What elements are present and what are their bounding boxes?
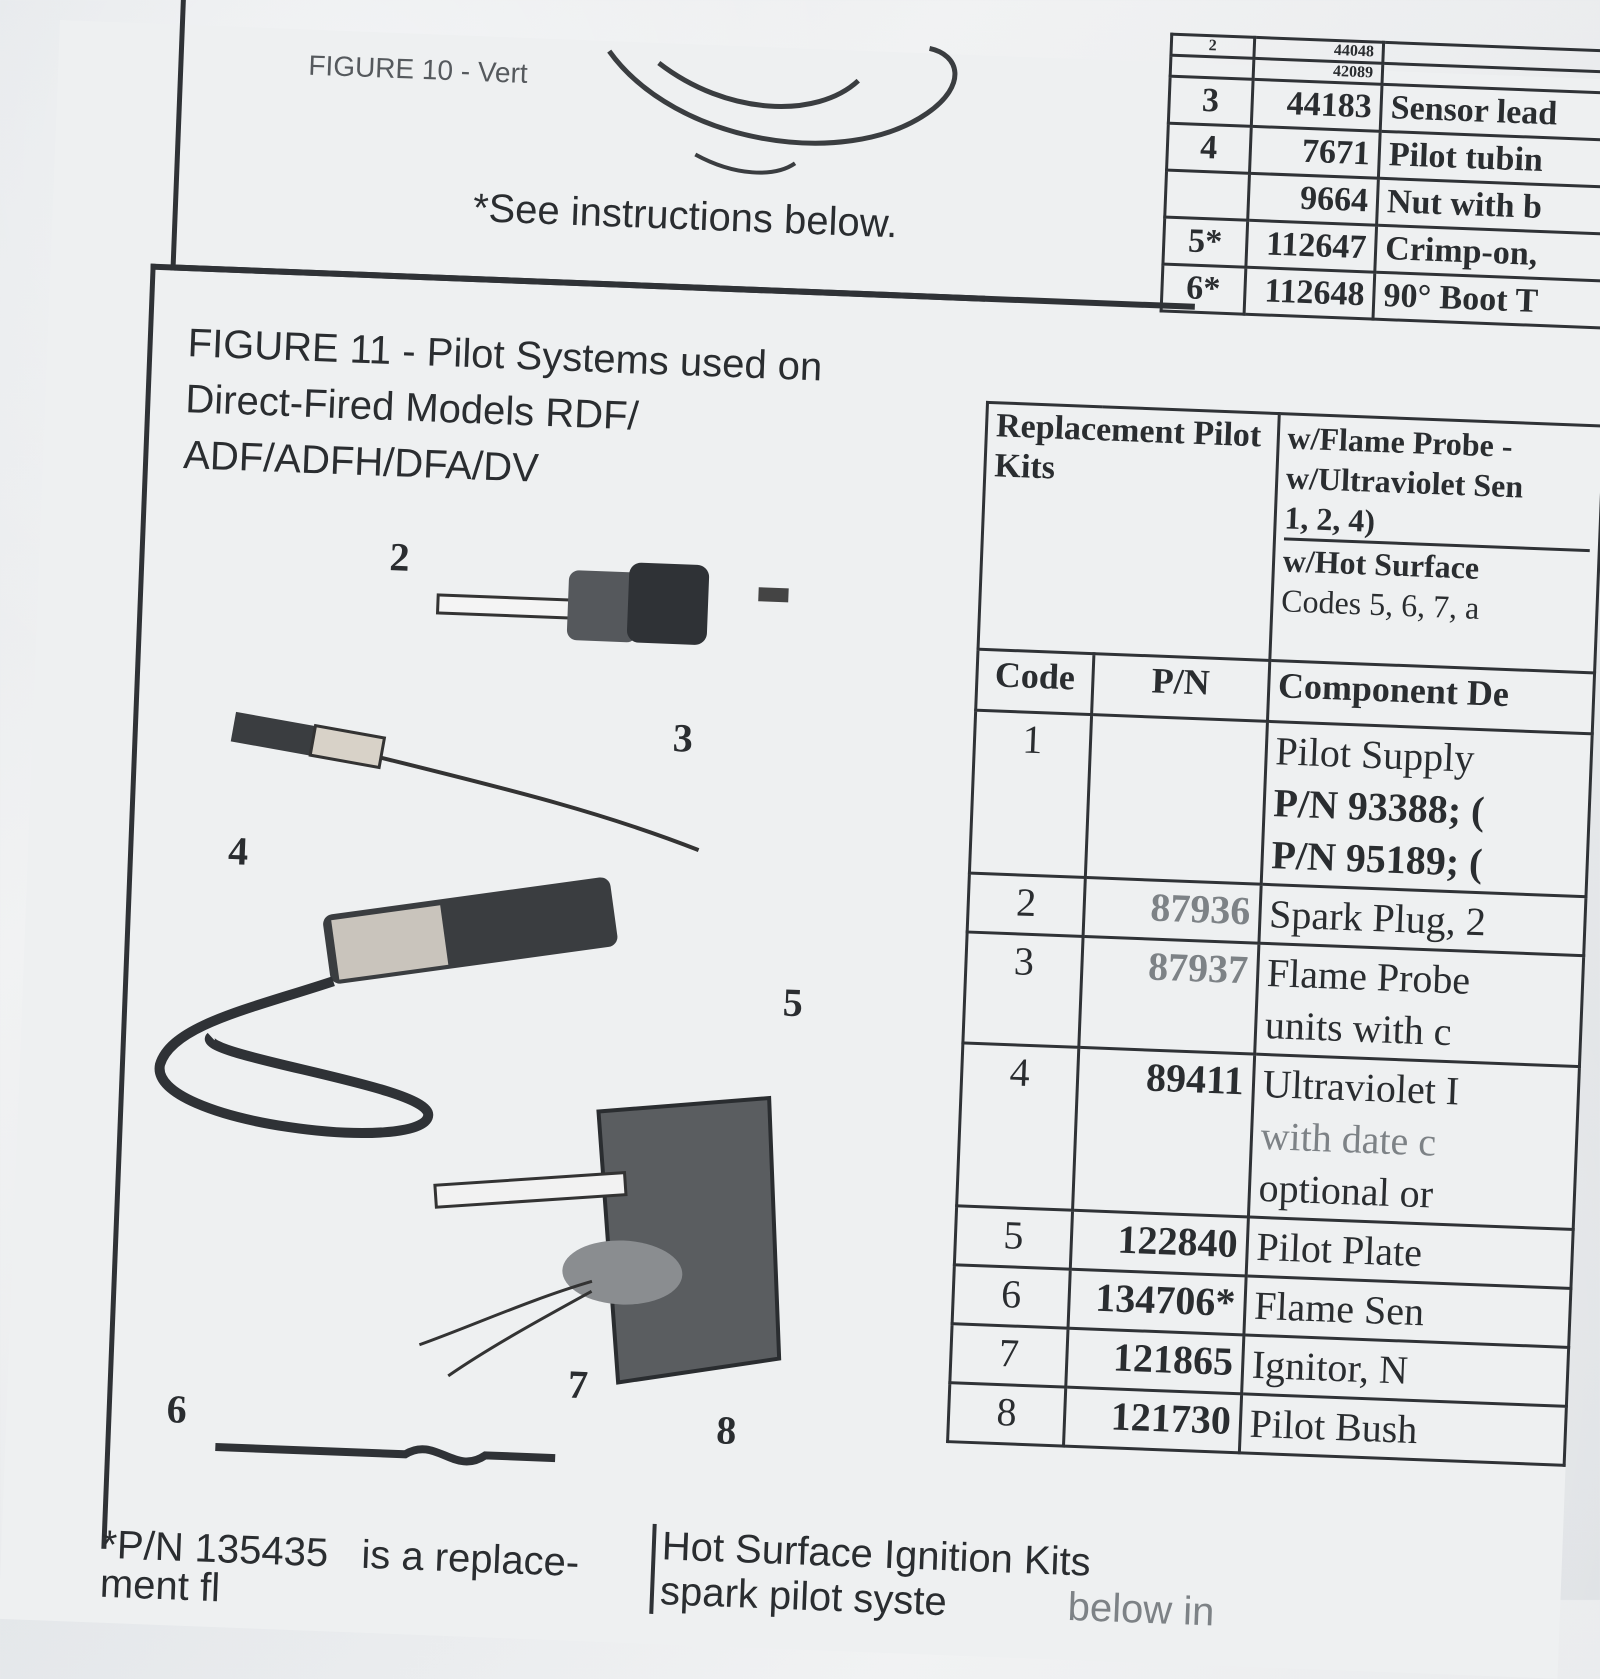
hot-surface-ignition-note: Hot Surface Ignition Kits spark pilot sy…	[649, 1523, 1217, 1636]
code-cell: 6	[952, 1264, 1071, 1329]
pn-cell: 87936	[1082, 877, 1261, 944]
pn-cell: 121865	[1065, 1328, 1244, 1394]
callout-2: 2	[388, 534, 411, 580]
pn-cell: 112648	[1243, 267, 1375, 320]
replacement-footnote: *P/N 135435 is a replace- ment fl	[99, 1523, 580, 1625]
code-cell: 5	[954, 1205, 1073, 1270]
spark-plug-illustration	[435, 562, 789, 645]
flame-probe-illustration	[230, 711, 700, 852]
pn-cell	[1085, 714, 1268, 885]
callout-8: 8	[715, 1407, 738, 1453]
desc-line: Spark Plug, 2	[1268, 891, 1487, 945]
code-cell: 4	[1166, 123, 1251, 174]
desc-line: P/N 95189; (	[1270, 832, 1484, 886]
table-row: 4 89411 Ultraviolet I with date c option…	[956, 1042, 1580, 1230]
pn-cell: 89411	[1072, 1047, 1255, 1217]
pn-cell: 122840	[1070, 1210, 1249, 1276]
code-cell: 3	[962, 931, 1083, 1048]
figure-10-wire-illustration	[607, 45, 958, 175]
desc-cell: Pilot Supply P/N 93388; ( P/N 95189; (	[1260, 721, 1593, 897]
callout-6: 6	[165, 1386, 188, 1432]
table-row: 1 Pilot Supply P/N 93388; ( P/N 95189; (	[969, 710, 1593, 897]
desc-line: Pilot Plate	[1255, 1223, 1423, 1276]
kits-list-cell: w/Flame Probe - w/Ultraviolet Sen 1, 2, …	[1269, 413, 1600, 673]
parts-list-top-table: 2 44048 42089 3 44183 Sensor lead 4 7671…	[1160, 33, 1600, 330]
desc-line: optional or	[1257, 1164, 1434, 1217]
replacement-pilot-kits-label: Replacement Pilot Kits	[993, 407, 1262, 487]
hsi-line-2-tail: below in	[1066, 1584, 1216, 1635]
desc-line: Pilot Bush	[1248, 1400, 1419, 1453]
code-cell: 3	[1168, 76, 1253, 127]
kits-label-cell: Replacement Pilot Kits	[978, 402, 1280, 661]
desc-cell: Pilot Bush	[1239, 1393, 1567, 1466]
pn-cell: 87937	[1078, 936, 1259, 1055]
pilot-plate-illustration	[418, 1095, 782, 1385]
callout-3: 3	[672, 715, 694, 761]
callout-5: 5	[781, 979, 804, 1026]
code-cell: 8	[947, 1382, 1066, 1447]
desc-cell: Flame Probe units with c	[1254, 943, 1584, 1067]
pn-cell: 7671	[1249, 126, 1381, 179]
desc-cell: 90° Boot T	[1373, 272, 1600, 329]
boot-terminal-illustration	[215, 1443, 556, 1466]
pn-cell: 121730	[1063, 1387, 1242, 1453]
pn-cell: 134706*	[1067, 1269, 1246, 1335]
code-cell: 6*	[1161, 264, 1246, 315]
kits-row: Replacement Pilot Kits w/Flame Probe - w…	[978, 402, 1600, 673]
code-cell: 5*	[1162, 217, 1248, 268]
desc-line: units with c	[1264, 1002, 1453, 1055]
desc-line: Flame Sen	[1253, 1282, 1425, 1335]
header-pn: P/N	[1091, 653, 1270, 722]
desc-cell: Ultraviolet I with date c optional or	[1248, 1054, 1580, 1230]
replacement-parts-table: Replacement Pilot Kits w/Flame Probe - w…	[946, 401, 1600, 1467]
code-cell: 1	[969, 710, 1092, 878]
callout-7: 7	[567, 1361, 589, 1408]
callout-4: 4	[227, 828, 250, 874]
desc-line: Ignitor, N	[1251, 1341, 1409, 1393]
pn-cell: 9664	[1247, 173, 1379, 226]
header-code: Code	[975, 649, 1094, 715]
code-cell	[1164, 170, 1250, 221]
pn-cell: 112647	[1245, 220, 1377, 273]
pn-cell: 44183	[1250, 79, 1383, 132]
figure-11-caption: FIGURE 11 - Pilot Systems used on Direct…	[182, 321, 824, 491]
code-cell: 7	[949, 1323, 1068, 1388]
uv-scanner-illustration	[154, 877, 618, 1138]
code-cell: 4	[956, 1042, 1079, 1211]
code-cell: 2	[967, 873, 1086, 937]
